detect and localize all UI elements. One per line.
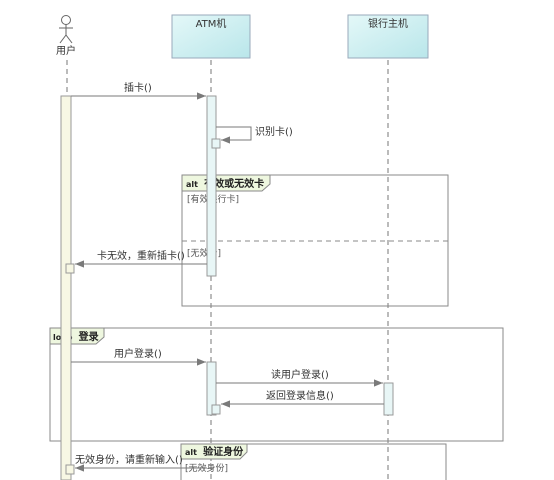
message-insert-card-label: 插卡() bbox=[124, 81, 152, 94]
message-read-user-login[interactable]: 读用户登录() bbox=[216, 368, 383, 387]
frame-alt-card[interactable]: alt 有效或无效卡 [有效银行卡] [无效卡] bbox=[181, 174, 449, 307]
message-insert-card[interactable]: 插卡() bbox=[71, 81, 206, 100]
participant-user-label: 用户 bbox=[56, 44, 76, 57]
user-activation-small-1 bbox=[65, 263, 75, 274]
participant-atm-label: ATM机 bbox=[196, 17, 227, 30]
message-identify-card-arrow bbox=[216, 126, 252, 144]
participant-atm[interactable]: ATM机 bbox=[171, 14, 251, 59]
frame-loop-login[interactable]: loop 登录 bbox=[49, 327, 504, 442]
message-invalid-identity[interactable]: 无效身份，请重新输入() bbox=[75, 453, 207, 472]
atm-activation-bar-2 bbox=[206, 361, 217, 416]
atm-activation-self bbox=[211, 138, 221, 149]
user-activation-small-2 bbox=[65, 464, 75, 475]
frame-alt-identity-tab bbox=[180, 443, 248, 460]
message-identify-card[interactable]: 识别卡() bbox=[216, 125, 293, 144]
user-activation-bar bbox=[60, 95, 72, 480]
participant-bank-box bbox=[347, 14, 429, 59]
message-invalid-card[interactable]: 卡无效，重新插卡() bbox=[75, 249, 207, 268]
message-user-login-label: 用户登录() bbox=[114, 347, 162, 360]
message-user-login[interactable]: 用户登录() bbox=[71, 347, 206, 366]
message-invalid-identity-label: 无效身份，请重新输入() bbox=[75, 453, 183, 466]
participant-user[interactable]: 用户 bbox=[56, 15, 76, 58]
frame-alt-identity[interactable]: alt 验证身份 [无效身份] bbox=[180, 443, 447, 480]
frame-alt-identity-border bbox=[180, 443, 447, 480]
atm-activation-bar-1 bbox=[206, 95, 217, 277]
participant-bank-label: 银行主机 bbox=[368, 17, 408, 30]
message-invalid-card-label: 卡无效，重新插卡() bbox=[97, 249, 185, 262]
frame-alt-card-tab bbox=[181, 174, 271, 192]
atm-activation-small-2 bbox=[211, 404, 221, 415]
actor-icon bbox=[59, 15, 73, 44]
frame-loop-login-border bbox=[49, 327, 504, 442]
participant-bank[interactable]: 银行主机 bbox=[347, 14, 429, 59]
message-read-user-login-label: 读用户登录() bbox=[271, 368, 329, 381]
message-return-login-info[interactable]: 返回登录信息() bbox=[221, 389, 384, 408]
message-identify-card-label: 识别卡() bbox=[255, 125, 293, 138]
frame-alt-card-title: alt 有效或无效卡 bbox=[186, 177, 264, 190]
message-return-login-info-label: 返回登录信息() bbox=[266, 389, 334, 402]
bank-activation-bar bbox=[383, 382, 394, 416]
frame-alt-identity-title: alt 验证身份 bbox=[185, 445, 244, 458]
participant-atm-box bbox=[171, 14, 251, 59]
